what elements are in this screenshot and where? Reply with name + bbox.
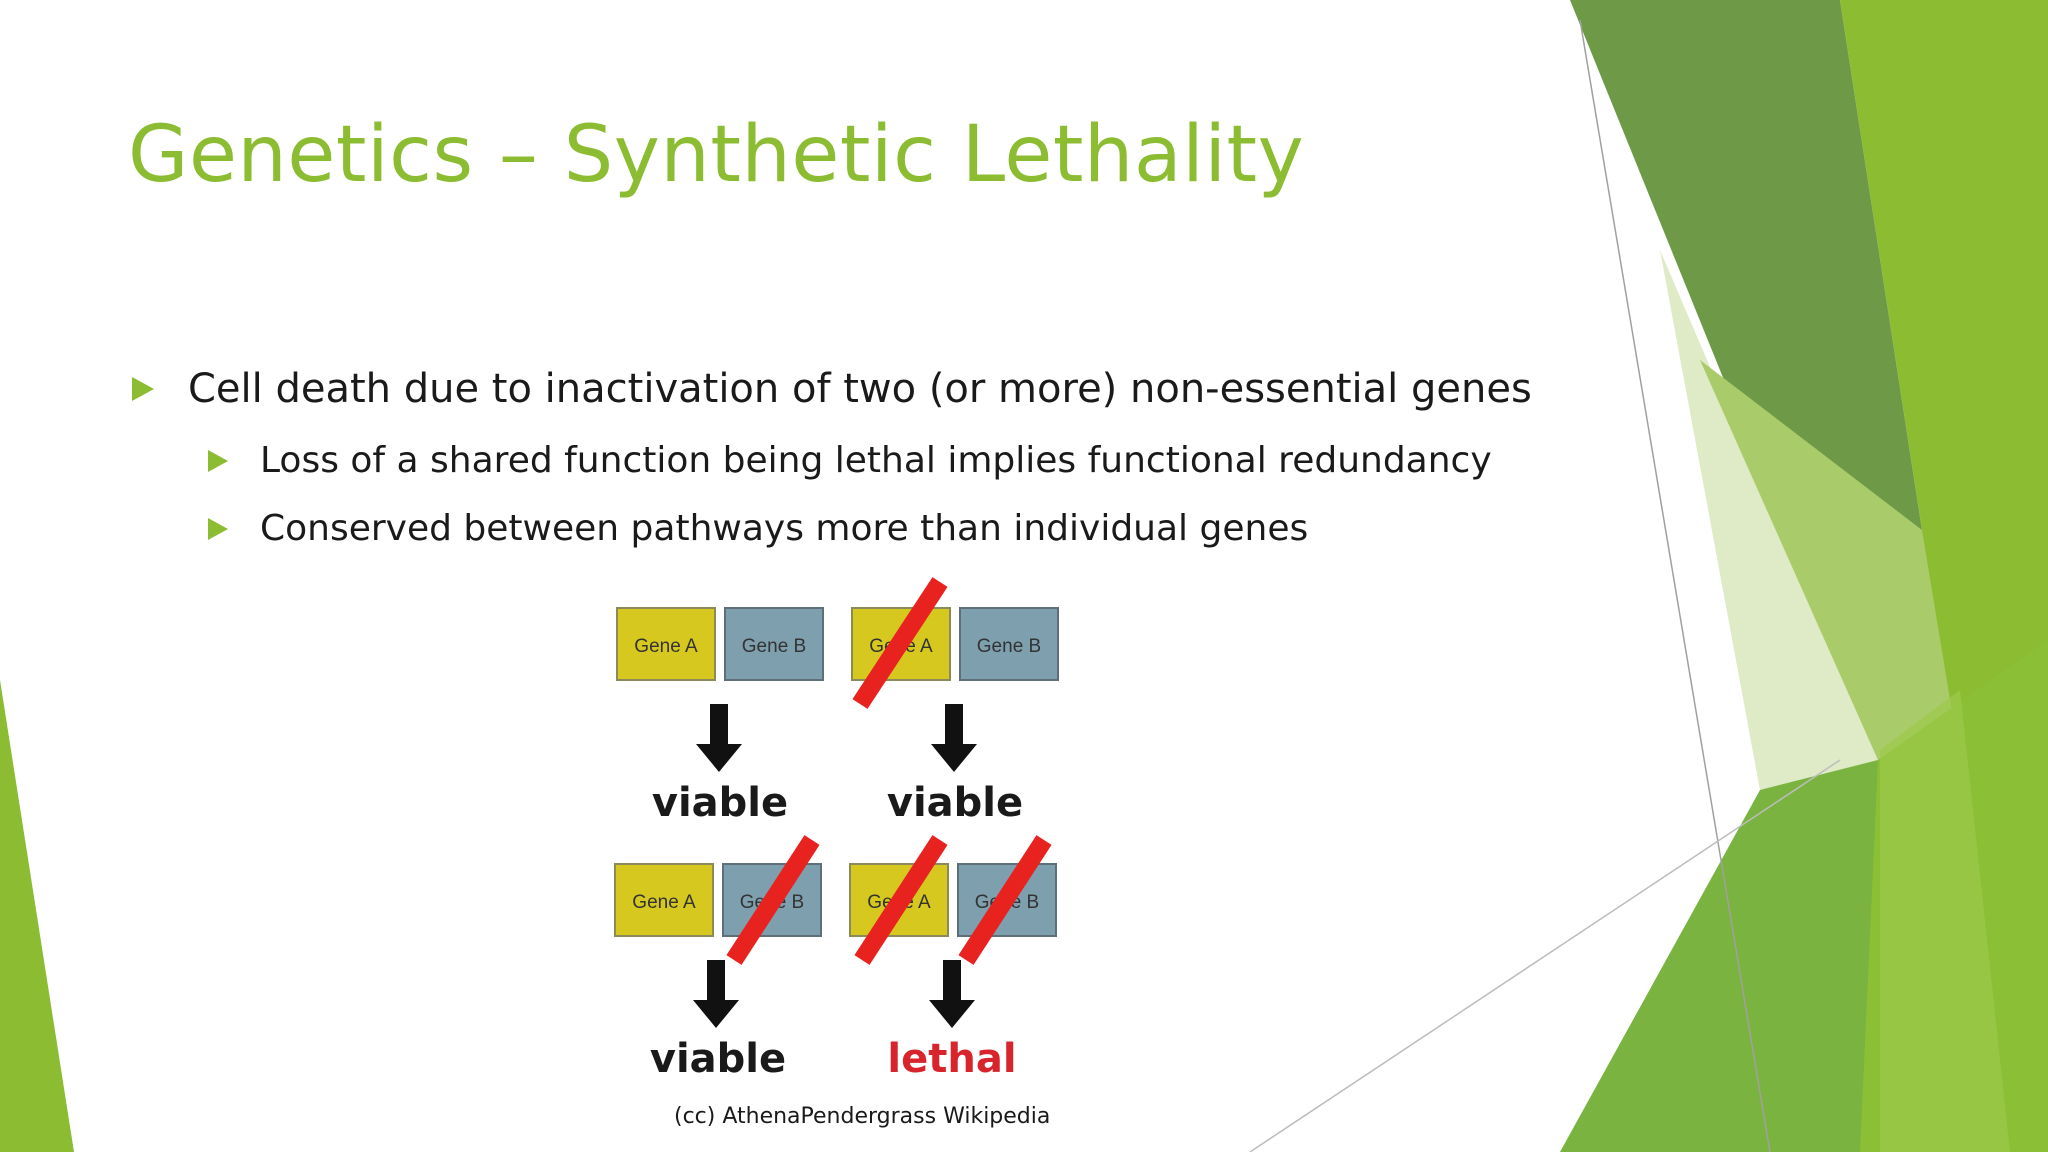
bullet-text: Loss of a shared function being lethal i…: [260, 440, 1492, 481]
gene-b-label: Gene B: [742, 636, 806, 657]
gene-a-box: [616, 607, 716, 681]
gene-a-label: Gene A: [632, 892, 696, 913]
gene-a-box: [849, 863, 949, 937]
bg-line-1: [1579, 19, 1771, 1152]
down-arrow-icon: [931, 704, 977, 772]
bg-facet-base: [1560, 760, 1890, 1152]
bullet-level1: Cell death due to inactivation of two (o…: [132, 366, 1532, 412]
outcome-viable-label: viable: [887, 780, 1023, 826]
down-arrow-icon: [929, 960, 975, 1028]
bg-left-wedge: [0, 680, 74, 1152]
bullet-text: Conserved between pathways more than ind…: [260, 508, 1309, 549]
knockout-strike-icon: [726, 835, 820, 965]
gene-b-label: Gene B: [977, 636, 1041, 657]
bullet-level2: Loss of a shared function being lethal i…: [208, 440, 1492, 481]
bg-facet-lower-light: [1880, 690, 2010, 1152]
knockout-strike-icon: [852, 577, 948, 709]
bullet-triangle-icon: [208, 517, 228, 540]
bullet-triangle-icon: [208, 449, 228, 472]
bullet-text: Cell death due to inactivation of two (o…: [188, 366, 1532, 412]
down-arrow-icon: [696, 704, 742, 772]
bullet-triangle-icon: [132, 377, 154, 401]
gene-b-box: [724, 607, 824, 681]
synthetic-lethality-diagram: Gene A Gene B viable Gene A Gene B viabl…: [600, 570, 1080, 1090]
bg-line-2: [1249, 759, 1841, 1152]
outcome-viable-label: viable: [650, 1036, 786, 1082]
slide-title: Genetics – Synthetic Lethality: [128, 110, 1305, 200]
bullet-level2: Conserved between pathways more than ind…: [208, 508, 1308, 549]
gene-a-label: Gene A: [634, 636, 698, 657]
down-arrow-icon: [693, 960, 739, 1028]
knockout-strike-icon: [854, 835, 948, 965]
outcome-lethal-label: lethal: [887, 1036, 1016, 1082]
gene-b-box: [959, 607, 1059, 681]
knockout-strike-icon: [958, 835, 1052, 965]
image-credit-caption: (cc) AthenaPendergrass Wikipedia: [674, 1104, 1051, 1129]
gene-a-box: [614, 863, 714, 937]
bg-facet-mid: [1700, 360, 1960, 760]
outcome-viable-label: viable: [652, 780, 788, 826]
